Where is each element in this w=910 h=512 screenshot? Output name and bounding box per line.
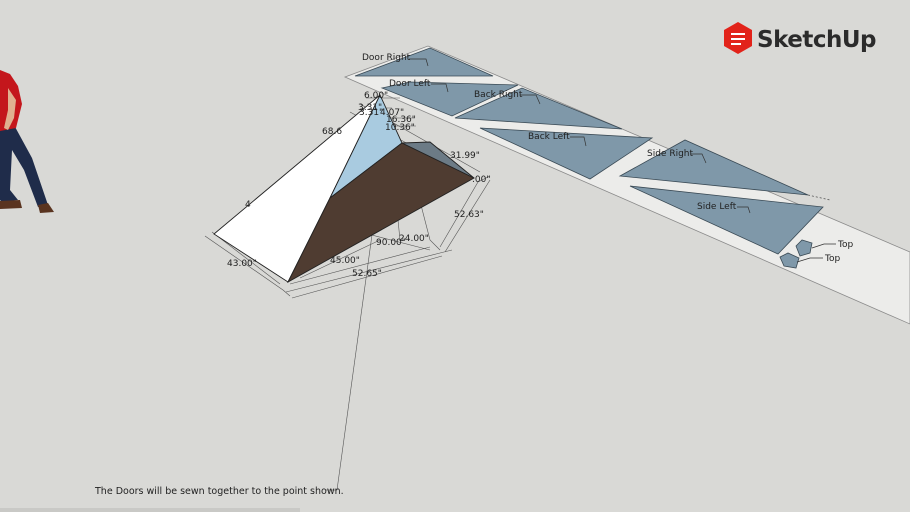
label-top-1: Top	[837, 240, 853, 250]
dim-3-31-a: 3.31"	[358, 103, 382, 113]
dim-24-00: 24.00"	[399, 234, 429, 244]
sketchup-logo-icon	[724, 22, 752, 54]
figure-arm	[4, 88, 16, 130]
dim-10-36: 10.36"	[385, 123, 415, 133]
panel-side-left[interactable]	[629, 185, 824, 255]
note-doors-sewn: The Doors will be sewn together to the p…	[94, 486, 344, 497]
label-top-2: Top	[824, 254, 840, 264]
panel-side-right[interactable]	[618, 139, 809, 196]
label-back-left: Back Left	[528, 132, 570, 142]
dim-45-00: 45.00"	[330, 256, 360, 266]
panel-top-2[interactable]	[779, 252, 800, 269]
dim-top-6: 6.00"	[364, 91, 388, 101]
label-door-left: Door Left	[389, 79, 431, 89]
sketchup-logo: SketchUp	[724, 22, 877, 54]
dim-43-00: 43.00"	[227, 259, 257, 269]
label-side-left: Side Left	[697, 202, 737, 212]
dim-52-65: 52.65"	[352, 269, 382, 279]
label-door-right: Door Right	[362, 53, 411, 63]
cropped-text-line	[0, 508, 300, 512]
side-right-dashed-edge	[807, 194, 831, 201]
panel-back-left[interactable]	[479, 127, 654, 180]
figure-legs	[0, 125, 48, 207]
dim-90-00: 90.00"	[376, 238, 406, 248]
figure-shoe-right	[38, 203, 54, 213]
label-back-right: Back Right	[474, 90, 523, 100]
dim-4-07: 4.07"	[380, 108, 404, 118]
dim-00: .00"	[472, 175, 490, 185]
scale-figure[interactable]	[0, 70, 54, 213]
panel-door-left[interactable]	[380, 81, 519, 117]
dim-partial-4: 4	[245, 200, 251, 210]
panel-door-right[interactable]	[354, 47, 494, 77]
tent-model[interactable]: 6.00" 3.31" 3.31" 4.07" 16.36" 10.36" 68…	[204, 91, 490, 491]
sketchup-logo-text: SketchUp	[757, 27, 876, 53]
pattern-layout[interactable]: Door Right Door Left Back Right Back Lef…	[343, 45, 910, 325]
dim-3-31-b: 3.31"	[359, 108, 383, 118]
panel-top-1[interactable]	[795, 239, 813, 257]
tent-back-face[interactable]	[401, 141, 475, 179]
dim-16-36: 16.36"	[386, 115, 416, 125]
figure-shoe-left	[0, 200, 22, 209]
dim-31-99: 31.99"	[450, 151, 480, 161]
panel-back-right[interactable]	[454, 87, 623, 130]
dim-68-6: 68.6	[322, 127, 342, 137]
dim-52-63: 52.63"	[454, 210, 484, 220]
label-side-right: Side Right	[647, 149, 693, 159]
